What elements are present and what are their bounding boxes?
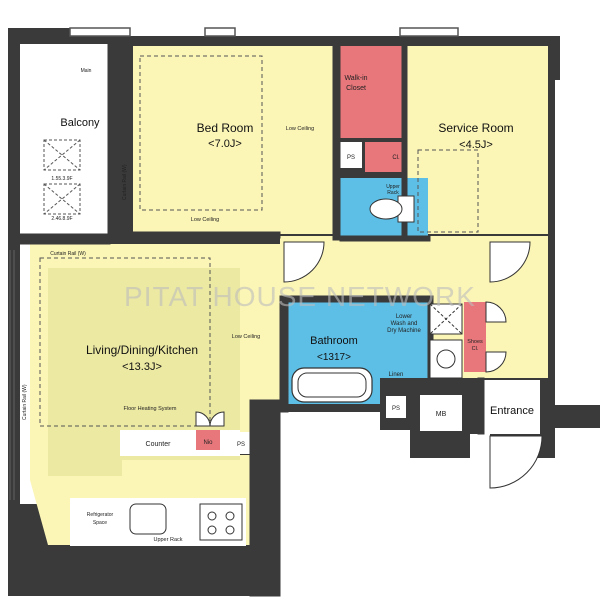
wall-toilet-bottom <box>339 235 431 242</box>
shoes-closet-floor <box>464 302 486 372</box>
walk-in-closet-floor <box>340 46 402 138</box>
ldk-label: Living/Dining/Kitchen <box>86 343 198 357</box>
service-low-ceiling <box>417 149 479 233</box>
ps-box-bedroom <box>340 142 362 168</box>
floor-heating-label: Floor Heating System <box>124 406 177 412</box>
door-service <box>489 241 531 283</box>
service-room-floor <box>405 46 548 234</box>
wall-balcony-bottom <box>19 233 111 245</box>
low-ceiling-outlines <box>39 55 479 427</box>
mb-floor <box>420 395 462 431</box>
counter-label: Counter <box>146 441 172 448</box>
closet-label-2: Closet <box>346 85 366 92</box>
ps-box-bath <box>386 396 406 418</box>
window-top-left <box>204 27 236 37</box>
door-kitchen-right <box>209 411 225 427</box>
ps-label-kitchen: PS <box>237 442 245 448</box>
door-swings <box>195 241 543 489</box>
ldk-size: <13.3J> <box>122 361 162 373</box>
toilet-rack-1: Upper <box>386 184 400 190</box>
window-balcony <box>69 27 131 37</box>
wall-entrance-left <box>477 377 485 435</box>
bedroom-label: Bed Room <box>197 121 254 135</box>
nio-floor <box>196 430 220 450</box>
ps-box-kitchen <box>232 432 250 454</box>
toilet-rack-2: Rack <box>387 190 399 196</box>
cl-label: Cl. <box>392 155 400 161</box>
bathtub <box>291 367 373 403</box>
wall-bath-left <box>279 295 289 413</box>
room-labels: Balcony 1.55.3.9F 2.46.8.9F Main Bed Roo… <box>22 68 534 543</box>
balcony-label: Balcony <box>60 117 100 129</box>
service-room-size: <4.5J> <box>459 139 493 151</box>
curtain-rail-ldk-side: Curtain Rail (W) <box>22 384 28 420</box>
toilet-fixture <box>369 195 415 223</box>
wall-bedroom-closet <box>332 39 341 241</box>
door-ldk <box>283 241 325 283</box>
wall-bath-right <box>427 295 434 381</box>
bedroom-low-ceiling-2: Low Ceiling <box>191 217 219 223</box>
upper-rack-label: Upper Rack <box>153 537 182 543</box>
entrance-label: Entrance <box>490 405 534 417</box>
bedroom-floor <box>133 46 333 234</box>
balcony-dims-2: 2.46.8.9F <box>51 216 72 222</box>
door-shoes-1 <box>485 301 507 323</box>
shoes-label-2: Cl. <box>472 346 479 352</box>
bathroom-label: Bathroom <box>310 335 358 347</box>
main-label: Main <box>81 68 92 74</box>
kitchen-counter-area <box>120 430 240 456</box>
ldk-low-ceiling: Low Ceiling <box>232 334 260 340</box>
door-entrance <box>489 435 543 489</box>
nio-label: Nio <box>203 440 213 446</box>
service-room-label: Service Room <box>438 121 513 135</box>
balcony-marks <box>43 139 81 215</box>
cl-floor <box>365 142 402 172</box>
door-shoes-2 <box>485 351 507 373</box>
stove <box>129 503 243 541</box>
ldk-low-ceiling <box>39 257 211 427</box>
bedroom-low-ceiling-1: Low Ceiling <box>286 126 314 132</box>
wall-bedroom-balcony <box>107 39 133 241</box>
closet-label-1: Walk-in <box>344 75 367 82</box>
window-top-right <box>399 27 459 37</box>
wall-ldk-kitchen <box>249 399 281 597</box>
linen-label: Linen <box>389 372 404 378</box>
washroom-floor <box>380 302 428 378</box>
wall-bedroom-bottom <box>131 231 281 239</box>
partition-walls <box>19 39 485 597</box>
wash-label-2: Wash and <box>391 321 418 327</box>
refrigerator-label-1: Refrigerator <box>87 512 114 518</box>
refrigerator-label-2: Space <box>93 520 107 526</box>
bathroom-size: <1317> <box>317 352 351 363</box>
balcony-area <box>20 44 108 234</box>
bedroom-size: <7.0J> <box>208 138 242 150</box>
shoes-label-1: Shoes <box>467 339 483 345</box>
mb-label: MB <box>436 411 447 418</box>
wash-label-1: Lower <box>396 314 412 320</box>
curtain-rail-bedroom: Curtain Rail (W) <box>122 164 128 200</box>
bedroom-low-ceiling <box>139 55 263 211</box>
entrance-floor <box>484 380 540 434</box>
ps-label-bath: PS <box>392 406 400 412</box>
wash-fixtures <box>429 303 463 379</box>
balcony-dims-1: 1.55.3.9F <box>51 176 72 182</box>
wash-label-3: Dry Machine <box>387 328 421 334</box>
ps-label-bedroom: PS <box>347 155 355 161</box>
watermark: PITAT HOUSE NETWORK <box>124 281 476 312</box>
curtain-rail-ldk-top: Curtain Rail (W) <box>50 251 86 257</box>
windows <box>9 27 459 500</box>
